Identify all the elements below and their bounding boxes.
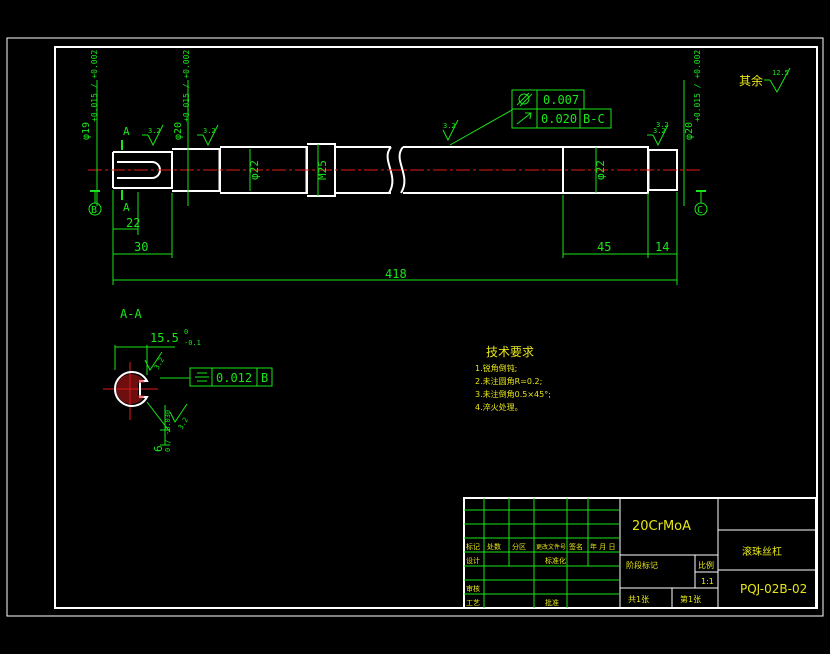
sheets-total: 共1张 (628, 595, 649, 604)
len-30-label: 30 (134, 240, 148, 254)
roughness-2: 3.2 (203, 127, 216, 135)
row-review: 审核 (466, 584, 480, 593)
row-standardize: 标准化 (545, 556, 566, 565)
cylindricity-value: 0.007 (543, 93, 579, 107)
roughness-5: 3.2 (656, 121, 669, 129)
row-process: 工艺 (466, 599, 480, 607)
dia-19-label: φ19 (81, 122, 92, 140)
section-roughness-b: 3.2 (177, 416, 190, 431)
inner-frame (54, 46, 818, 609)
len-45-label: 45 (597, 240, 611, 254)
title-block-texts: 20CrMoA 滚珠丝杠 PQJ-02B-02 比例 1:1 阶段标记 标记 处… (466, 519, 807, 607)
roughness-rest-value: 12.5 (772, 69, 789, 77)
row-design: 设计 (466, 556, 480, 565)
shaft-seg-19 (113, 151, 173, 189)
col-date: 年 月 日 (590, 542, 615, 551)
dia-20-right-tolerance: +0.015 / +0.002 (693, 50, 702, 122)
section-texts: A-A 15.5 0 -0.1 6 0 / -0.030 3.2 3.2 0.0… (120, 307, 268, 452)
col-count: 处数 (487, 542, 501, 551)
dimension-texts: φ19 +0.015 / +0.002 φ20 +0.015 / +0.002 … (81, 50, 789, 281)
dia-19-tolerance: +0.015 / +0.002 (90, 50, 99, 122)
col-change-doc: 更改文件号 (536, 543, 566, 551)
part-name: 滚珠丝杠 (742, 545, 782, 558)
dia-20-left-label: φ20 (173, 122, 184, 140)
runout-datum: B-C (583, 112, 605, 126)
tech-req-item-2: 2.未注圆角R=0.2; (475, 376, 542, 386)
dia-22-left-label: φ22 (248, 160, 261, 180)
key-width-tol-bottom: -0.1 (184, 339, 201, 347)
dia-20-left-tolerance: +0.015 / +0.002 (182, 50, 191, 122)
dia-20-right-label: φ20 (684, 122, 695, 140)
stage-mark-label: 阶段标记 (626, 560, 658, 570)
tech-req-item-3: 3.未注倒角0.5×45°; (475, 389, 551, 399)
roughness-4: 3.2 (653, 127, 666, 135)
break-line-left (386, 146, 394, 194)
len-22-label: 22 (126, 216, 140, 230)
scale-label: 比例 (698, 560, 714, 570)
section-letter-top: A (123, 125, 130, 138)
outer-frame (6, 37, 824, 617)
sheet-number: 第1张 (680, 594, 701, 604)
tech-req-title: 技术要求 (486, 345, 534, 359)
title-block (463, 497, 817, 609)
dia-22-right-label: φ22 (594, 160, 607, 180)
section-letter-bottom: A (123, 201, 130, 214)
title-block-grid (464, 498, 620, 608)
datum-c-label: C (697, 205, 703, 216)
section-aa-shape (114, 371, 149, 407)
col-sign: 签名 (569, 542, 583, 551)
drawing-number: PQJ-02B-02 (740, 582, 807, 596)
roughness-3: 3.2 (443, 122, 456, 130)
symmetry-datum: B (261, 371, 268, 385)
col-zone: 分区 (512, 542, 526, 551)
key-depth-label: 6 (152, 445, 165, 452)
len-total-label: 418 (385, 267, 407, 281)
tolerance-frame (511, 89, 612, 129)
key-width-label: 15.5 (150, 331, 179, 345)
shaft-mid-right (403, 146, 564, 194)
roughness-rest-label: 其余 (739, 73, 763, 88)
row-approve: 批准 (545, 598, 559, 607)
tech-req-item-4: 4.淬火处理。 (475, 402, 523, 412)
scale-value: 1:1 (701, 577, 714, 586)
tech-req-item-1: 1.锐角倒钝; (475, 363, 517, 373)
roughness-1: 3.2 (148, 127, 161, 135)
key-depth-tolerance: 0 / -0.030 (164, 410, 172, 452)
section-roughness-a: 3.2 (153, 356, 166, 371)
material-label: 20CrMoA (632, 519, 691, 534)
thread-label: M25 (316, 160, 329, 180)
section-title: A-A (120, 307, 142, 321)
dimension-lines (88, 67, 791, 285)
col-mark: 标记 (466, 542, 480, 551)
key-width-tol-top: 0 (184, 328, 188, 336)
datum-b-label: B (91, 205, 97, 216)
break-line-right (398, 146, 406, 194)
technical-requirements: 技术要求 1.锐角倒钝; 2.未注圆角R=0.2; 3.未注倒角0.5×45°;… (475, 345, 551, 412)
tolerance-frame-texts: 0.007 0.020 B-C (541, 93, 605, 126)
runout-value: 0.020 (541, 112, 577, 126)
symmetry-value: 0.012 (216, 371, 252, 385)
len-14-label: 14 (655, 240, 669, 254)
